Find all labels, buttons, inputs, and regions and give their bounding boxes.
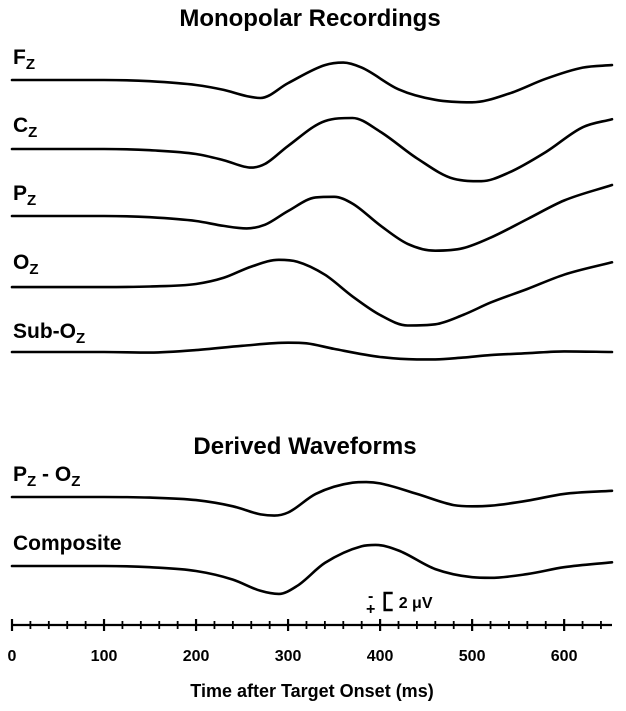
- series-label-fz: FZ: [13, 46, 35, 73]
- derived-section-title: Derived Waveforms: [193, 433, 416, 460]
- trace-fz: [10, 61, 614, 104]
- x-tick-label-600: 600: [551, 648, 578, 665]
- x-tick-label-0: 0: [8, 648, 17, 665]
- x-tick-label-100: 100: [91, 648, 118, 665]
- x-axis-label: Time after Target Onset (ms): [190, 681, 433, 701]
- chart-title: Monopolar Recordings: [179, 5, 440, 32]
- series-labels: FZ CZ PZ OZ Sub-OZ PZ - OZ Composite: [13, 46, 122, 555]
- trace-pz: [10, 183, 614, 252]
- scale-bar-bracket: [383, 591, 393, 612]
- series-label-pz-oz: PZ - OZ: [13, 463, 80, 490]
- series-label-oz: OZ: [13, 251, 39, 278]
- scale-bar-negative-sign: -: [368, 588, 373, 605]
- x-tick-label-400: 400: [367, 648, 394, 665]
- trace-cz: [10, 116, 614, 183]
- series-label-composite: Composite: [13, 532, 122, 555]
- scale-bar: 2 μV -+: [366, 588, 433, 618]
- trace-oz: [10, 258, 614, 327]
- scale-bar-positive-sign: +: [366, 601, 375, 618]
- trace-composite: [10, 543, 614, 596]
- series-label-cz: CZ: [13, 114, 37, 141]
- series-label-sub-oz: Sub-OZ: [13, 320, 85, 347]
- waveform-traces: [10, 61, 614, 596]
- scale-bar-value: 2 μV: [399, 595, 433, 612]
- x-tick-label-200: 200: [183, 648, 210, 665]
- series-label-pz: PZ: [13, 182, 36, 209]
- trace-pz-oz: [10, 480, 614, 517]
- x-tick-label-300: 300: [275, 648, 302, 665]
- x-axis: 0 100 200 300 400 500 600: [8, 619, 612, 665]
- x-tick-label-500: 500: [459, 648, 486, 665]
- trace-sub-oz: [10, 341, 614, 361]
